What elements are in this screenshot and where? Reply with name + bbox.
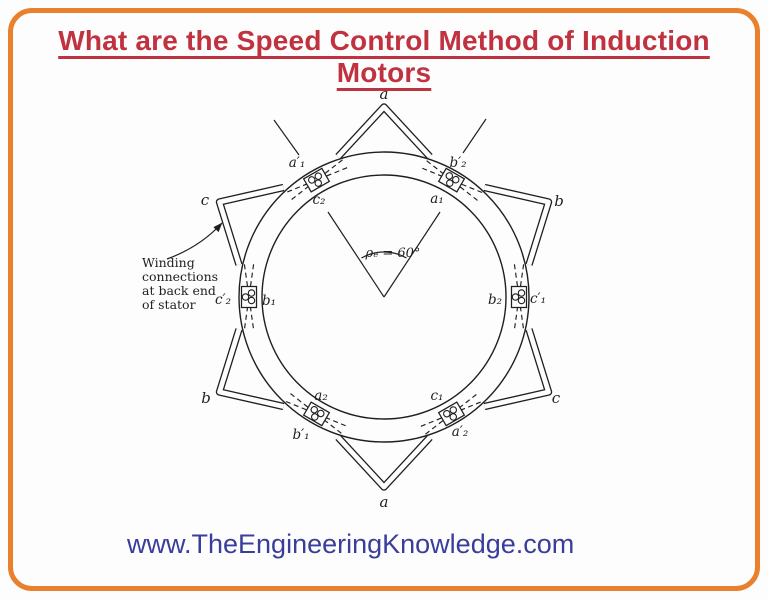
winding-annotation: Winding connections at back end of stato… <box>142 222 223 312</box>
annotation-line-2: connections <box>142 269 218 284</box>
slot-pitch-angle: ρₑ = 60° <box>327 211 441 298</box>
label-c2-prime: c′₂ <box>215 292 231 308</box>
label-c1-prime: c′₁ <box>530 291 546 307</box>
slot-left <box>240 285 258 309</box>
slot-right <box>510 285 528 309</box>
label-a1: a₁ <box>430 191 443 207</box>
point-label-lower-right: c <box>552 389 561 407</box>
label-a2: a₂ <box>314 388 327 404</box>
lead-line-left <box>273 119 300 156</box>
angle-label: ρₑ = 60° <box>365 246 421 261</box>
stator-outer-circle <box>238 151 530 443</box>
end-winding-loops <box>215 103 553 491</box>
label-a1-prime: a′₁ <box>289 155 306 171</box>
point-label-bottom: a <box>380 493 389 511</box>
annotation-line-3: at back end <box>142 283 216 298</box>
label-b2-prime: b′₂ <box>449 155 466 171</box>
slot-bottom-right <box>437 401 466 427</box>
label-c1: c₁ <box>431 388 444 404</box>
label-b1-prime: b′₁ <box>292 427 309 443</box>
slot-top-right <box>437 167 466 193</box>
lead-line-right <box>462 118 487 154</box>
point-label-top: a <box>380 85 389 103</box>
stator-inner-circle <box>261 174 507 420</box>
annotation-line-1: Winding <box>142 255 195 270</box>
slot-top-left <box>302 167 331 193</box>
page-title: What are the Speed Control Method of Ind… <box>58 25 710 88</box>
annotation-arrow <box>166 222 223 260</box>
point-label-lower-left: b <box>201 389 211 407</box>
point-label-upper-right: b <box>554 192 564 210</box>
back-end-connections <box>243 159 525 435</box>
label-a2-prime: a′₂ <box>452 424 469 440</box>
label-b1: b₁ <box>262 293 276 309</box>
point-label-upper-left: c <box>201 191 210 209</box>
label-b2: b₂ <box>488 292 502 308</box>
label-c2: c₂ <box>313 192 326 208</box>
slot-bottom-left <box>302 401 331 427</box>
website-url: www.TheEngineeringKnowledge.com <box>127 529 575 559</box>
annotation-line-4: of stator <box>142 297 196 312</box>
